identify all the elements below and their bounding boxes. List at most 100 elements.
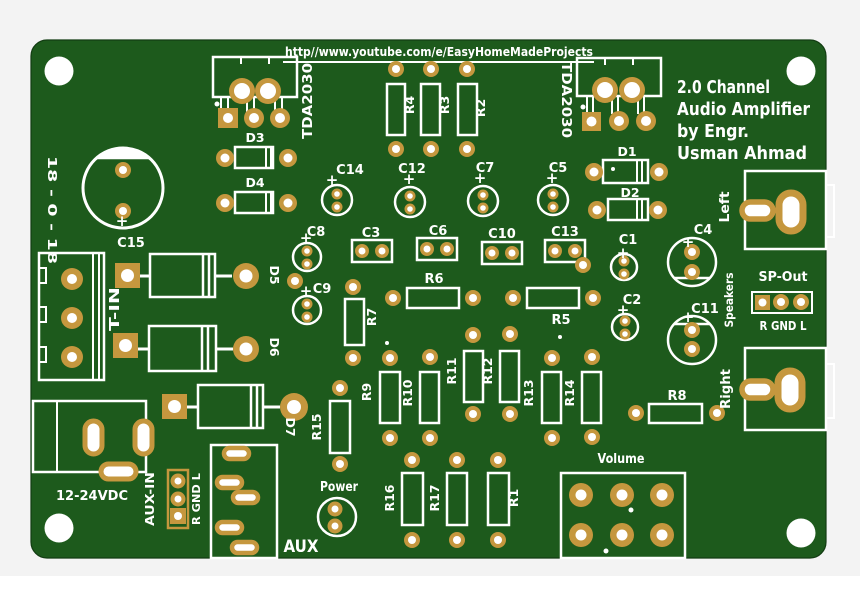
pad-hole bbox=[331, 505, 339, 513]
pad-hole bbox=[469, 294, 477, 302]
pad-hole bbox=[392, 145, 400, 153]
pad-hole bbox=[349, 354, 357, 362]
pad-hole bbox=[443, 245, 451, 253]
label-c6: C6 bbox=[429, 224, 448, 239]
label-tda2030: TDA2030 bbox=[300, 63, 316, 139]
silk-outline bbox=[498, 349, 521, 404]
polarity-plus-mark: + bbox=[300, 229, 313, 247]
pad-hole bbox=[571, 247, 579, 255]
silk-outline bbox=[825, 184, 835, 238]
silk-outline bbox=[415, 236, 459, 262]
pad-hole bbox=[358, 247, 366, 255]
square-pad-hole bbox=[586, 116, 597, 127]
silk-dot bbox=[558, 335, 562, 339]
pad-hole bbox=[463, 65, 471, 73]
label-volume: Volume bbox=[598, 451, 645, 467]
pad-hole bbox=[304, 248, 310, 254]
pad-hole bbox=[506, 330, 514, 338]
pad-hole bbox=[588, 353, 596, 361]
pad-hole bbox=[797, 298, 805, 306]
label-right: Right bbox=[719, 369, 734, 409]
silk-outline bbox=[400, 471, 425, 527]
silk-outline bbox=[328, 399, 352, 455]
mounting-hole bbox=[44, 56, 74, 86]
silk-outline bbox=[825, 363, 835, 419]
pad-hole bbox=[408, 456, 416, 464]
label-r17: R17 bbox=[427, 484, 442, 511]
pad-hole bbox=[653, 205, 663, 215]
label-r4: R4 bbox=[402, 96, 417, 115]
polarity-plus-mark: + bbox=[403, 170, 416, 188]
label-r6: R6 bbox=[424, 272, 443, 287]
silk-circle bbox=[666, 314, 718, 366]
label-r14: R14 bbox=[562, 379, 577, 406]
mounting-hole bbox=[786, 56, 816, 86]
polarity-plus-mark: + bbox=[116, 212, 129, 230]
silk-dot bbox=[580, 104, 586, 110]
pad-hole bbox=[551, 247, 559, 255]
silk-outline bbox=[385, 82, 407, 137]
label-d3: D3 bbox=[245, 130, 264, 145]
pad-hole bbox=[621, 258, 627, 264]
pad-hole bbox=[407, 193, 413, 199]
pad-hole bbox=[579, 261, 587, 269]
pad-hole bbox=[589, 167, 599, 177]
pad-hole bbox=[509, 294, 517, 302]
label-c12: C12 bbox=[398, 162, 426, 177]
label-r5: R5 bbox=[551, 313, 570, 328]
pad-hole bbox=[624, 82, 640, 98]
pad-hole bbox=[550, 191, 556, 197]
label-d1: D1 bbox=[617, 144, 636, 159]
pad-hole bbox=[304, 314, 310, 320]
polarity-plus-mark: + bbox=[300, 282, 313, 300]
pad-hole bbox=[548, 354, 556, 362]
label-c14: C14 bbox=[336, 163, 364, 178]
label-speakers: Speakers bbox=[722, 272, 736, 327]
pad-hole bbox=[119, 166, 127, 174]
silk-outline bbox=[343, 297, 366, 347]
polarity-plus-mark: + bbox=[474, 169, 487, 187]
silk-circle bbox=[610, 312, 640, 342]
silk-outline bbox=[751, 291, 813, 314]
silk-circle bbox=[291, 241, 323, 273]
slot-pad bbox=[214, 474, 245, 491]
pad-hole bbox=[220, 153, 230, 163]
label-c15: C15 bbox=[117, 236, 145, 251]
pad-hole bbox=[622, 318, 628, 324]
pad-hole bbox=[713, 409, 721, 417]
silk-outline bbox=[456, 82, 479, 137]
pad-hole bbox=[291, 277, 299, 285]
pad-hole bbox=[656, 489, 668, 501]
pad-hole bbox=[463, 145, 471, 153]
pad-hole bbox=[480, 205, 486, 211]
silk-outline bbox=[486, 471, 511, 527]
pad-hole bbox=[304, 301, 310, 307]
label-d2: D2 bbox=[620, 185, 639, 200]
pad-hole bbox=[506, 410, 514, 418]
pad-hole bbox=[688, 268, 696, 276]
silk-outline bbox=[38, 306, 47, 323]
slot-pad bbox=[739, 199, 776, 222]
polarity-plus-mark: + bbox=[617, 301, 630, 319]
label-http-www-youtube-com-e-easyhomemadeprojects: http//www.youtube.com/e/EasyHomeMadeProj… bbox=[285, 45, 593, 59]
pad-hole bbox=[588, 433, 596, 441]
pad-hole bbox=[592, 205, 602, 215]
label-r-gnd-l: R GND L bbox=[191, 473, 203, 525]
label-r11: R11 bbox=[444, 357, 459, 384]
pad-hole bbox=[656, 529, 668, 541]
pad-hole bbox=[349, 283, 357, 291]
silk-circle bbox=[666, 236, 718, 288]
label-c7: C7 bbox=[476, 161, 495, 176]
label-c5: C5 bbox=[549, 161, 568, 176]
silk-outline bbox=[350, 238, 394, 264]
label-sp-out: SP-Out bbox=[759, 269, 809, 285]
square-pad-hole bbox=[223, 113, 233, 123]
pad-hole bbox=[453, 456, 461, 464]
pad-hole bbox=[632, 409, 640, 417]
polarity-plus-mark: + bbox=[546, 169, 559, 187]
pad-hole bbox=[239, 342, 253, 356]
label-c3: C3 bbox=[362, 226, 381, 241]
pad-hole bbox=[67, 313, 77, 323]
pad-hole bbox=[575, 529, 587, 541]
silk-outline bbox=[540, 370, 563, 425]
